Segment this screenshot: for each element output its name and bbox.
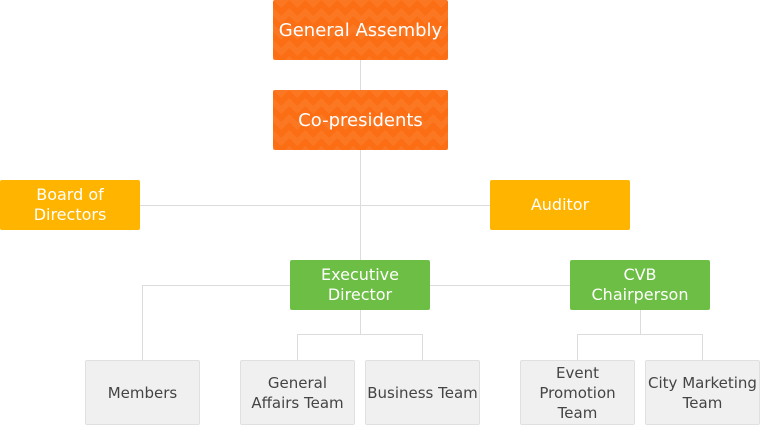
auditor-box: Auditor — [490, 180, 630, 230]
connector-business-drop — [422, 334, 423, 360]
connector-executive-teams-stem — [360, 310, 361, 334]
city-marketing-team-label: City Marketing Team — [648, 373, 757, 412]
event-promotion-team-box: Event Promotion Team — [520, 360, 635, 425]
connector-cvb-teams-bar — [577, 334, 703, 335]
general-affairs-team-box: General Affairs Team — [240, 360, 355, 425]
co-presidents-label: Co-presidents — [298, 109, 423, 131]
connector-board-auditor — [140, 205, 490, 206]
connector-executive-teams-bar — [297, 334, 423, 335]
connector-members-vertical — [142, 285, 143, 360]
board-of-directors-label: Board of Directors — [33, 185, 107, 224]
business-team-box: Business Team — [365, 360, 480, 425]
event-promotion-team-label: Event Promotion Team — [539, 363, 616, 422]
cvb-chairperson-label: CVB Chairperson — [591, 265, 689, 304]
executive-director-box: Executive Director — [290, 260, 430, 310]
co-presidents-box: Co-presidents — [273, 90, 448, 150]
general-affairs-team-label: General Affairs Team — [251, 373, 344, 412]
general-assembly-box: General Assembly — [273, 0, 448, 60]
connector-members-horizontal — [142, 285, 290, 286]
auditor-label: Auditor — [530, 195, 590, 214]
business-team-label: Business Team — [367, 383, 478, 402]
connector-event-promotion-drop — [577, 334, 578, 360]
members-box: Members — [85, 360, 200, 425]
general-assembly-label: General Assembly — [278, 19, 443, 41]
connector-executive-cvb — [430, 285, 570, 286]
connector-general-affairs-drop — [297, 334, 298, 360]
city-marketing-team-box: City Marketing Team — [645, 360, 760, 425]
connector-city-marketing-drop — [702, 334, 703, 360]
board-of-directors-box: Board of Directors — [0, 180, 140, 230]
connector-assembly-presidents — [360, 60, 361, 90]
executive-director-label: Executive Director — [321, 265, 399, 304]
members-label: Members — [107, 383, 178, 402]
connector-cvb-teams-stem — [640, 310, 641, 334]
cvb-chairperson-box: CVB Chairperson — [570, 260, 710, 310]
